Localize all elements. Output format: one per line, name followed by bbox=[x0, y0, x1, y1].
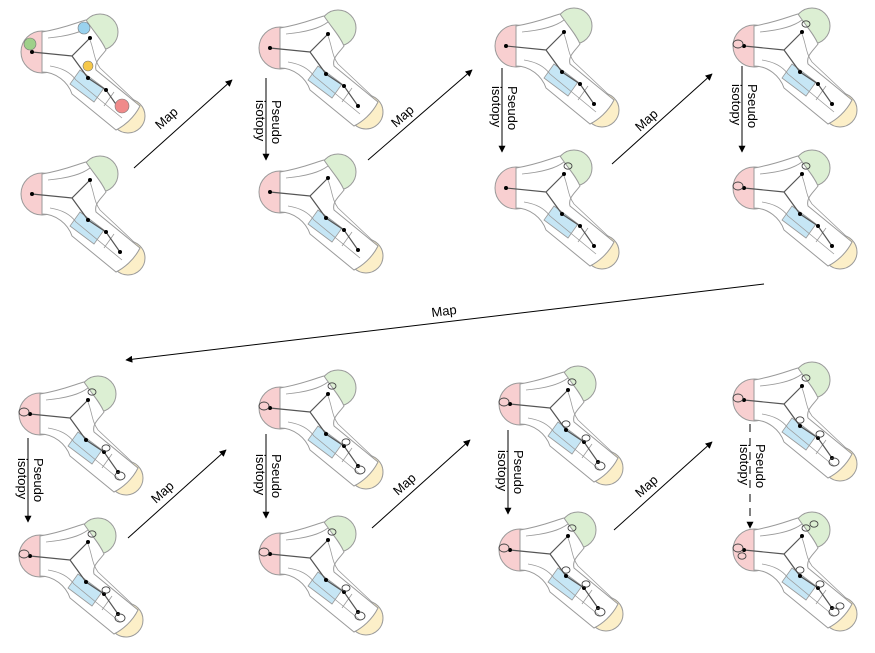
graph-loop bbox=[114, 613, 126, 623]
marked-disk bbox=[114, 98, 130, 114]
graph-loop bbox=[809, 520, 819, 528]
graph-loop bbox=[18, 549, 30, 559]
map-label-r1-3: Map bbox=[632, 106, 661, 134]
pseudo-label-r2-3: Pseudo bbox=[511, 450, 526, 494]
surface-panel-r2c3-bottom bbox=[498, 511, 624, 632]
map-label-r2-3: Map bbox=[632, 472, 661, 500]
graph-loop bbox=[594, 461, 606, 471]
surface-shape bbox=[18, 517, 144, 638]
graph-loop bbox=[594, 607, 606, 617]
graph-loop bbox=[801, 524, 811, 532]
graph-loop bbox=[581, 434, 591, 442]
surface-panel-r1c4-bottom bbox=[732, 149, 858, 270]
graph-loop bbox=[581, 580, 591, 588]
isotopy-label-r2-4: isotopy bbox=[737, 444, 752, 486]
graph-loop bbox=[732, 543, 744, 553]
isotopy-label-r1-4: isotopy bbox=[729, 84, 744, 126]
graph-loop bbox=[815, 430, 825, 438]
graph-loop bbox=[732, 181, 744, 191]
graph-loop bbox=[795, 566, 805, 574]
surface-shape bbox=[732, 149, 858, 270]
isotopy-label-r1-3: isotopy bbox=[489, 86, 504, 128]
map-label-r2-1: Map bbox=[148, 478, 177, 506]
surface-panel-r2c4-top bbox=[732, 361, 858, 482]
marked-disk bbox=[82, 60, 94, 72]
surface-panel-r2c2-top bbox=[258, 369, 384, 490]
graph-loop bbox=[801, 20, 811, 28]
pseudo-label-r1-3: Pseudo bbox=[505, 86, 520, 130]
graph-loop bbox=[737, 552, 747, 560]
graph-loop bbox=[258, 401, 270, 411]
surface-shape bbox=[258, 515, 384, 636]
graph-loop bbox=[354, 465, 366, 475]
graph-loop bbox=[561, 420, 571, 428]
surface-panel-r2c1-top bbox=[18, 375, 144, 496]
graph-loop bbox=[87, 530, 97, 538]
graph-loop bbox=[795, 416, 805, 424]
isotopy-label-r2-2: isotopy bbox=[253, 454, 268, 496]
pseudo-label-r2-1: Pseudo bbox=[31, 458, 46, 502]
isotopy-label-r2-1: isotopy bbox=[15, 458, 30, 500]
graph-loop bbox=[828, 457, 840, 467]
surface-panel-r1c1-bottom bbox=[20, 155, 146, 276]
graph-loop bbox=[327, 528, 337, 536]
marked-disk bbox=[23, 37, 37, 51]
surface-shape bbox=[732, 511, 858, 632]
surface-shape bbox=[20, 155, 146, 276]
graph-loop bbox=[801, 162, 811, 170]
graph-loop bbox=[341, 584, 351, 592]
map-arrow-r2-1 bbox=[127, 449, 227, 539]
graph-loop bbox=[732, 39, 744, 49]
surface-panel-r2c2-bottom bbox=[258, 515, 384, 636]
isotopy-label-r1-2: isotopy bbox=[253, 100, 268, 142]
map-label-r1-2: Map bbox=[388, 102, 417, 130]
surface-shape bbox=[494, 149, 620, 270]
surface-shape bbox=[498, 511, 624, 632]
graph-loop bbox=[815, 580, 825, 588]
graph-loop bbox=[561, 566, 571, 574]
marked-disk bbox=[77, 21, 91, 35]
isotopy-label-r2-3: isotopy bbox=[495, 450, 510, 492]
surface-panel-r1c1-top bbox=[20, 13, 146, 134]
graph-loop bbox=[18, 407, 30, 417]
graph-loop bbox=[828, 607, 840, 617]
graph-loop bbox=[498, 543, 510, 553]
surface-panel-r2c4-bottom bbox=[732, 511, 858, 632]
graph-loop bbox=[327, 382, 337, 390]
map-label-r1-1: Map bbox=[152, 104, 181, 132]
surface-panel-r2c3-top bbox=[498, 365, 624, 486]
graph-loop bbox=[87, 388, 97, 396]
graph-loop bbox=[567, 524, 577, 532]
graph-loop bbox=[341, 438, 351, 446]
map-label-r2-2: Map bbox=[390, 470, 419, 498]
map-arrow-r2-2 bbox=[371, 439, 471, 529]
graph-loop bbox=[354, 611, 366, 621]
graph-loop bbox=[801, 374, 811, 382]
pseudo-label-r2-2: Pseudo bbox=[269, 454, 284, 498]
graph-loop bbox=[258, 547, 270, 557]
surface-panel-r1c3-bottom bbox=[494, 149, 620, 270]
pseudo-label-r1-2: Pseudo bbox=[269, 100, 284, 144]
surface-panel-r2c1-bottom bbox=[18, 517, 144, 638]
graph-loop bbox=[563, 162, 573, 170]
pseudo-label-r2-4: Pseudo bbox=[753, 444, 768, 488]
graph-loop bbox=[101, 444, 111, 452]
graph-loop bbox=[114, 471, 126, 481]
map-arrow-r1-3 bbox=[611, 73, 713, 165]
graph-loop bbox=[498, 397, 510, 407]
map-arrow-r1-1 bbox=[133, 79, 233, 169]
surface-panel-r1c2-bottom bbox=[258, 153, 384, 274]
map-arrow-r1-2 bbox=[367, 69, 473, 161]
graph-loop bbox=[732, 393, 744, 403]
map-arrow-r2-3 bbox=[613, 441, 713, 531]
surface-shape bbox=[258, 153, 384, 274]
pseudo-label-r1-4: Pseudo bbox=[745, 84, 760, 128]
surface-panel-r1c4-top bbox=[732, 7, 858, 128]
map-arrow-long bbox=[125, 283, 765, 363]
graph-loop bbox=[835, 602, 845, 610]
graph-loop bbox=[567, 378, 577, 386]
graph-loop bbox=[101, 586, 111, 594]
map-label-long: Map bbox=[431, 302, 458, 320]
